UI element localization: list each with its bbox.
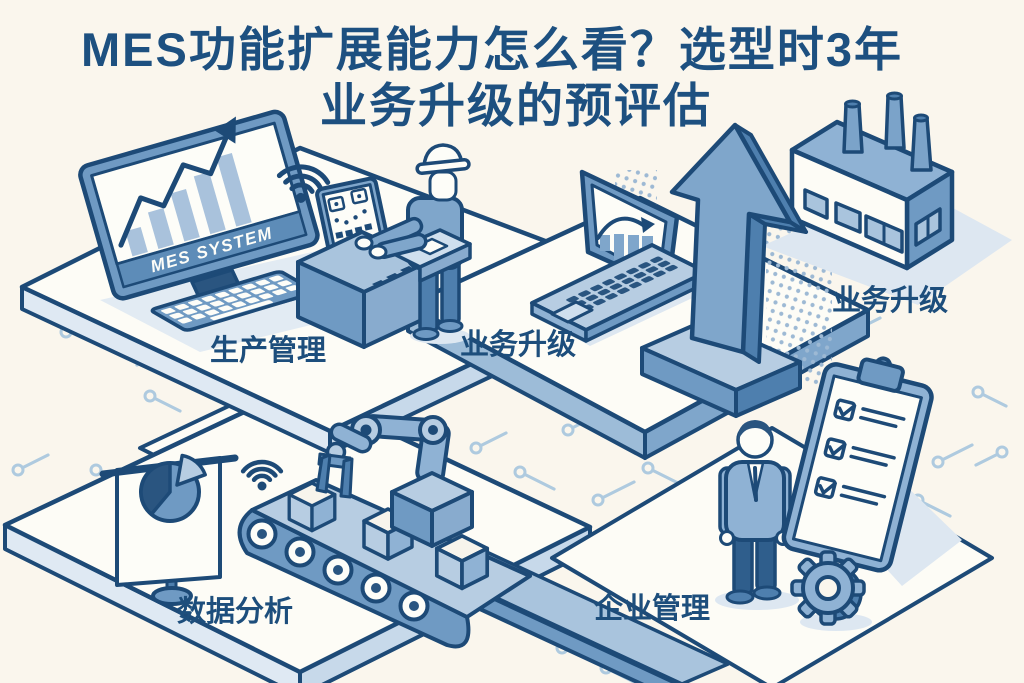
businessman-hair — [737, 420, 773, 441]
chimney — [910, 116, 933, 172]
chimney — [842, 102, 864, 154]
label-data-analysis: 数据分析 — [177, 595, 293, 628]
wifi-icon-top — [276, 164, 331, 203]
label-enterprise-management: 企业管理 — [594, 591, 710, 625]
checklist-rows — [813, 398, 906, 506]
rising-bar-chart-icon — [118, 116, 252, 257]
operator-worker — [354, 143, 472, 344]
flipchart-base — [151, 586, 193, 606]
worker-hand — [354, 235, 374, 251]
label-business-upgrade-right: 业务升级 — [832, 284, 948, 317]
pie-chart-icon — [139, 453, 207, 523]
page-title-line1: MES功能扩展能力怎么看？选型时3年 — [81, 23, 903, 76]
control-console — [296, 176, 430, 349]
factory-window — [803, 188, 829, 220]
worker-hand — [368, 244, 388, 260]
chimney — [884, 94, 906, 150]
gear-icon — [790, 550, 872, 631]
arrow-pedestal — [640, 318, 802, 418]
laptop-keys — [566, 256, 678, 311]
laptop — [530, 169, 708, 343]
wifi-icon-bottom — [240, 459, 284, 491]
checklist-clipboard-icon — [781, 356, 962, 586]
page-title-line2: 业务升级的预评估 — [320, 79, 712, 132]
businessman — [715, 420, 799, 610]
up-arrow-3d-icon — [669, 122, 808, 364]
factory-window — [834, 201, 862, 234]
worker-head — [428, 170, 458, 202]
conveyor-rollers — [246, 518, 430, 622]
label-business-upgrade-center: 业务升级 — [460, 328, 576, 361]
flipchart-pie-chart — [99, 453, 239, 606]
label-production: 生产管理 — [210, 333, 326, 367]
robot-arm — [315, 414, 474, 548]
factory-icon — [762, 91, 1012, 305]
laptop-touchpad — [550, 300, 594, 324]
console-screen — [315, 176, 391, 262]
